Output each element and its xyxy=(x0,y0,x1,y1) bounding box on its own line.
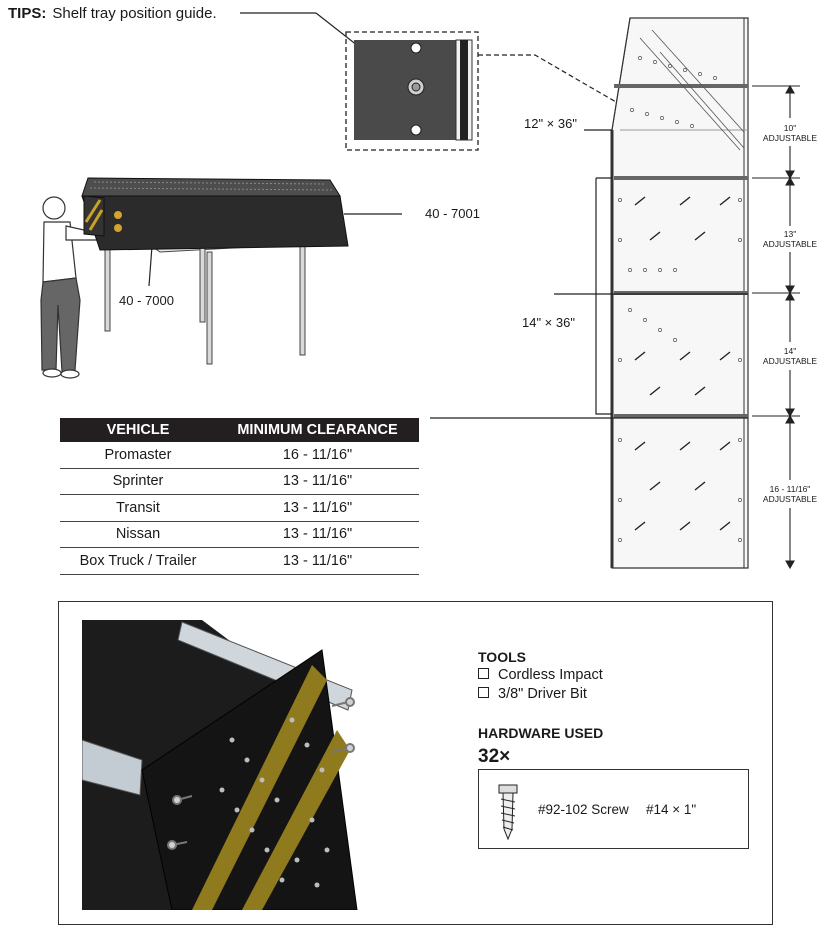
vehicle-cell: Transit xyxy=(60,494,216,522)
clearance-cell: 13 - 11/16" xyxy=(216,468,419,495)
hardware-heading: HARDWARE USED xyxy=(478,725,604,741)
panel-size-top: 12" × 36" xyxy=(524,116,577,131)
screw-part-number: #92-102 Screw xyxy=(538,802,629,817)
vehicle-cell: Promaster xyxy=(60,442,216,469)
adjustment-label-3: 14"ADJUSTABLE xyxy=(762,346,818,366)
part-number-upper: 40 - 7001 xyxy=(425,206,480,221)
installer-figure xyxy=(40,196,104,379)
detail-inset-bracket xyxy=(354,39,473,141)
vehicle-cell: Box Truck / Trailer xyxy=(60,547,216,575)
assembly-closeup-illustration xyxy=(82,620,367,910)
tool-item-driver-bit: 3/8" Driver Bit xyxy=(478,686,587,702)
vehicle-cell: Nissan xyxy=(60,521,216,548)
detail-inset-frame xyxy=(345,31,479,151)
hardware-box xyxy=(478,769,749,849)
part-number-lower: 40 - 7000 xyxy=(119,293,174,308)
clearance-cell: 13 - 11/16" xyxy=(216,547,419,575)
tool-item-cordless-impact: Cordless Impact xyxy=(478,667,603,683)
column-header-vehicle: VEHICLE xyxy=(60,418,216,442)
part-leader-lower xyxy=(148,245,153,287)
tips-caption: TIPS: Shelf tray position guide. xyxy=(8,5,217,22)
panel-middle-bracket xyxy=(554,177,748,415)
tips-label: TIPS: xyxy=(8,5,47,22)
instruction-panel xyxy=(58,601,773,925)
screw-size: #14 × 1" xyxy=(646,802,697,817)
rack-hole-pattern xyxy=(618,56,742,542)
illustration-top xyxy=(40,12,800,570)
clearance-cell: 16 - 11/16" xyxy=(216,442,419,469)
adjustment-label-2: 13"ADJUSTABLE xyxy=(762,229,818,249)
screw-icon xyxy=(498,784,518,841)
clearance-cell: 13 - 11/16" xyxy=(216,494,419,522)
adjustment-dimensions xyxy=(752,84,800,570)
table-header-row: VEHICLE MINIMUM CLEARANCE xyxy=(60,418,419,442)
rack-side-panel xyxy=(610,17,749,569)
closeup-hole-pattern xyxy=(219,717,330,888)
tools-heading: TOOLS xyxy=(478,649,526,665)
tips-text: Shelf tray position guide. xyxy=(52,5,217,22)
panel-size-middle: 14" × 36" xyxy=(522,315,575,330)
adjustment-label-4: 16 - 11/16"ADJUSTABLE xyxy=(762,484,818,504)
hardware-quantity: 32× xyxy=(478,746,511,767)
clearance-cell: 13 - 11/16" xyxy=(216,521,419,548)
rack-diamond-pattern xyxy=(634,196,731,531)
shelf-tray xyxy=(81,177,349,251)
closeup-screws xyxy=(167,697,355,850)
vehicle-cell: Sprinter xyxy=(60,468,216,495)
column-header-clearance: MINIMUM CLEARANCE xyxy=(216,418,419,442)
adjustment-label-1: 10"ADJUSTABLE xyxy=(762,123,818,143)
checkbox-icon xyxy=(478,687,489,698)
checkbox-icon xyxy=(478,668,489,679)
